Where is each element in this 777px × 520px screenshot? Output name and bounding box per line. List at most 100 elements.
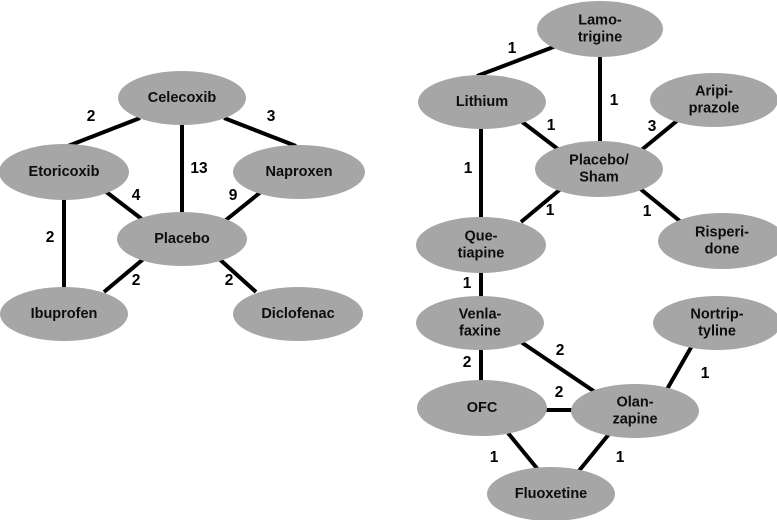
node-label-line: faxine [459, 323, 501, 339]
edge-weight-aripiprazole-placebo-sham: 3 [648, 118, 657, 135]
node-ibuprofen[interactable]: Ibuprofen [0, 287, 128, 341]
edge-weight-placebo-sham-risperidone: 1 [643, 203, 652, 220]
edge-aripiprazole-placebo-sham [637, 118, 680, 154]
node-label-line: Celecoxib [148, 90, 217, 106]
edge-weight-etoricoxib-placebo: 4 [132, 187, 141, 204]
node-aripiprazole[interactable]: Aripi-prazole [650, 73, 777, 127]
node-label-fluoxetine: Fluoxetine [515, 486, 588, 502]
edge-placebo-ibuprofen [102, 254, 149, 294]
node-label-placebo-sham: Placebo/Sham [569, 152, 629, 185]
edge-weight-lithium-quetiapine: 1 [464, 160, 473, 177]
edge-venlafaxine-olanzapine [519, 340, 600, 396]
node-label-line: Diclofenac [261, 306, 334, 322]
node-ellipse-diclofenac[interactable] [233, 287, 363, 341]
node-label-line: Que- [464, 228, 497, 244]
node-label-line: Etoricoxib [29, 164, 100, 180]
node-label-line: Placebo/ [569, 152, 629, 168]
node-risperidone[interactable]: Risperi-done [658, 213, 777, 269]
node-etoricoxib[interactable]: Etoricoxib [0, 144, 129, 200]
node-placebo[interactable]: Placebo [117, 212, 247, 266]
node-label-line: OFC [467, 400, 498, 416]
edge-weight-placebo-sham-quetiapine: 1 [546, 202, 555, 219]
node-nortriptyline[interactable]: Nortrip-tyline [653, 296, 777, 350]
node-ellipse-risperidone[interactable] [658, 213, 777, 269]
node-ellipse-placebo[interactable] [117, 212, 247, 266]
node-label-diclofenac: Diclofenac [261, 306, 334, 322]
node-ellipse-quetiapine[interactable] [416, 217, 546, 273]
edge-weight-venlafaxine-olanzapine: 2 [556, 342, 565, 359]
node-fluoxetine[interactable]: Fluoxetine [487, 467, 615, 520]
node-label-aripiprazole: Aripi-prazole [689, 83, 740, 116]
node-ellipse-etoricoxib[interactable] [0, 144, 129, 200]
node-lamotrigine[interactable]: Lamo-trigine [537, 1, 663, 57]
edge-weight-placebo-diclofenac: 2 [225, 272, 234, 289]
node-label-line: tiapine [458, 245, 505, 261]
edge-weight-celecoxib-placebo: 13 [190, 160, 208, 177]
node-placebo-sham[interactable]: Placebo/Sham [535, 141, 663, 197]
node-label-line: Nortrip- [690, 306, 743, 322]
node-olanzapine[interactable]: Olan-zapine [571, 384, 699, 438]
node-naproxen[interactable]: Naproxen [233, 145, 365, 199]
node-ellipse-naproxen[interactable] [233, 145, 365, 199]
node-diclofenac[interactable]: Diclofenac [233, 287, 363, 341]
node-celecoxib[interactable]: Celecoxib [118, 71, 246, 125]
node-label-lamotrigine: Lamo-trigine [578, 12, 622, 45]
edge-weight-olanzapine-fluoxetine: 1 [616, 449, 625, 466]
edge-nortriptyline-olanzapine [664, 343, 695, 392]
edge-weight-quetiapine-venlafaxine: 1 [463, 275, 472, 292]
node-ellipse-venlafaxine[interactable] [416, 296, 544, 350]
edge-weight-nortriptyline-olanzapine: 1 [701, 365, 710, 382]
node-label-placebo: Placebo [154, 231, 210, 247]
node-ellipse-lithium[interactable] [418, 75, 546, 129]
edge-celecoxib-etoricoxib [67, 116, 141, 148]
node-label-line: Ibuprofen [31, 306, 98, 322]
node-label-nortriptyline: Nortrip-tyline [690, 306, 743, 339]
node-label-ibuprofen: Ibuprofen [31, 306, 98, 322]
node-ellipse-aripiprazole[interactable] [650, 73, 777, 127]
node-lithium[interactable]: Lithium [418, 75, 546, 129]
node-label-line: Venla- [459, 306, 502, 322]
edge-etoricoxib-placebo [103, 189, 149, 225]
node-ellipse-lamotrigine[interactable] [537, 1, 663, 57]
node-ellipse-olanzapine[interactable] [571, 384, 699, 438]
edge-layer [476, 44, 695, 474]
node-label-olanzapine: Olan-zapine [612, 394, 657, 427]
node-venlafaxine[interactable]: Venla-faxine [416, 296, 544, 350]
node-label-line: Placebo [154, 231, 210, 247]
node-label-line: Risperi- [695, 224, 749, 240]
edge-layer [62, 116, 297, 294]
node-label-line: Naproxen [266, 164, 333, 180]
node-ellipse-celecoxib[interactable] [118, 71, 246, 125]
node-ellipse-nortriptyline[interactable] [653, 296, 777, 350]
node-label-quetiapine: Que-tiapine [458, 228, 505, 261]
node-label-risperidone: Risperi-done [695, 224, 749, 257]
node-label-line: done [705, 241, 740, 257]
node-label-line: Lamo- [578, 12, 622, 28]
edge-weight-lamotrigine-placebo-sham: 1 [610, 92, 619, 109]
node-ellipse-ibuprofen[interactable] [0, 287, 128, 341]
node-label-ofc: OFC [467, 400, 498, 416]
node-ellipse-ofc[interactable] [417, 380, 547, 436]
edge-placebo-sham-risperidone [636, 185, 683, 224]
node-ellipse-placebo-sham[interactable] [535, 141, 663, 197]
node-label-lithium: Lithium [456, 94, 508, 110]
edge-celecoxib-naproxen [223, 116, 297, 148]
node-quetiapine[interactable]: Que-tiapine [416, 217, 546, 273]
node-ofc[interactable]: OFC [417, 380, 547, 436]
edge-placebo-diclofenac [214, 254, 258, 294]
edge-naproxen-placebo [219, 189, 264, 226]
edge-weight-ofc-fluoxetine: 1 [490, 449, 499, 466]
edge-weight-naproxen-placebo: 9 [229, 187, 238, 204]
edge-lithium-placebo-sham [519, 119, 565, 155]
edge-ofc-fluoxetine [506, 431, 542, 474]
node-label-line: zapine [612, 411, 657, 427]
edge-weight-lithium-placebo-sham: 1 [547, 117, 556, 134]
node-ellipse-fluoxetine[interactable] [487, 467, 615, 520]
node-label-line: prazole [689, 100, 740, 116]
